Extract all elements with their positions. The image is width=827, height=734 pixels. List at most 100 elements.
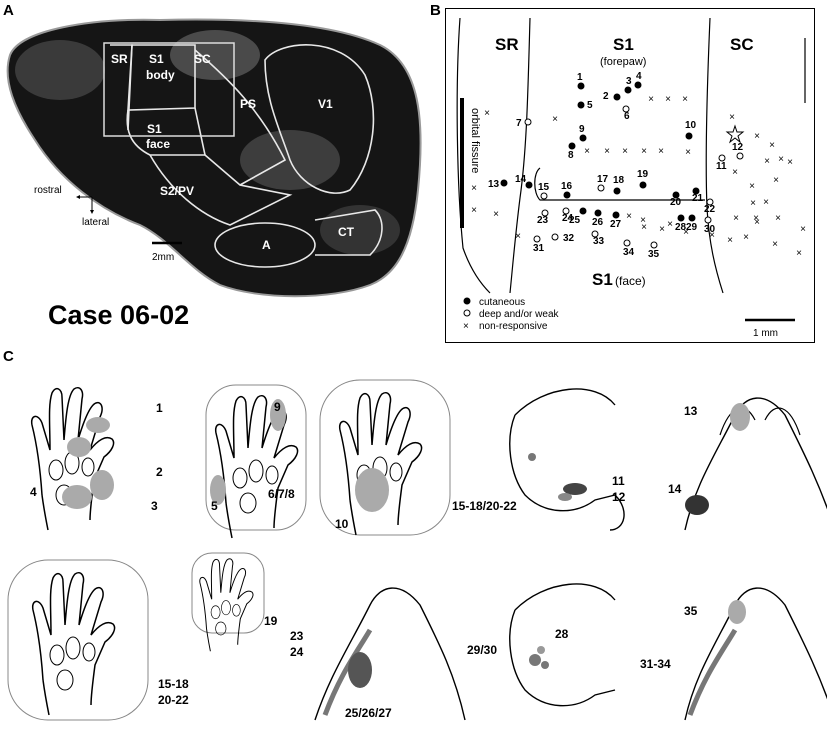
panel-a-letter: A xyxy=(3,2,14,19)
recording-site-20 xyxy=(672,191,680,199)
recording-site-18 xyxy=(613,187,621,195)
nonresponsive-site: × xyxy=(622,146,628,157)
recording-site-14 xyxy=(525,181,533,189)
recording-site-label-17: 17 xyxy=(597,174,609,185)
jaw-sites-23-27 xyxy=(314,587,466,721)
rf-label-25-27: 25/26/27 xyxy=(345,706,392,720)
recording-site-label-26: 26 xyxy=(592,217,604,228)
nonresponsive-site: × xyxy=(658,146,664,157)
nonresponsive-site: × xyxy=(769,140,775,151)
recording-site-6 xyxy=(622,105,630,113)
boundary-s1-sc xyxy=(705,17,724,294)
recording-map: orbital fissure SR S1 (forepaw) SC S1 (f… xyxy=(445,8,815,343)
nonresponsive-site: × xyxy=(604,146,610,157)
nonresponsive-site: × xyxy=(733,213,739,224)
recording-site-label-13: 13 xyxy=(488,179,500,190)
recording-site-10 xyxy=(685,132,693,140)
recording-site-label-18: 18 xyxy=(613,175,625,186)
recording-site-label-29: 29 xyxy=(686,222,698,233)
nonresponsive-site: × xyxy=(683,227,689,238)
rf-label-3: 3 xyxy=(151,499,158,513)
paw-sites-1-4 xyxy=(30,386,115,531)
header-sc: SC xyxy=(730,35,754,54)
ps-outline xyxy=(194,49,287,186)
nonresponsive-site: × xyxy=(787,157,793,168)
label-s1-body: S1 xyxy=(149,52,164,66)
recording-site-label-3: 3 xyxy=(626,76,632,87)
boundary-sr-s1 xyxy=(509,17,531,294)
nonresponsive-site: × xyxy=(641,146,647,157)
rf-label-31-34: 31-34 xyxy=(640,657,671,671)
panel-c: 1 2 4 3 9 5 6/7/8 10 15-18/20-22 11 12 xyxy=(0,345,827,729)
recording-site-label-14: 14 xyxy=(515,174,527,185)
recording-site-13 xyxy=(500,179,508,187)
nonresponsive-site: × xyxy=(778,154,784,165)
recording-site-17 xyxy=(597,184,605,192)
recording-site-33 xyxy=(591,230,599,238)
recording-site-23 xyxy=(541,209,549,217)
rf-label-28: 28 xyxy=(555,627,569,641)
recording-site-label-33: 33 xyxy=(593,236,605,247)
recording-site-16 xyxy=(563,191,571,199)
recording-site-label-12: 12 xyxy=(732,142,744,153)
recording-site-1 xyxy=(577,82,585,90)
nonresponsive-site: × xyxy=(753,213,759,224)
recording-site-29 xyxy=(688,214,696,222)
nonresponsive-site: × xyxy=(626,211,632,222)
rf-label-24: 24 xyxy=(290,645,304,659)
label-body: body xyxy=(146,68,175,82)
nonresponsive-site: × xyxy=(750,198,756,209)
rf-label-35: 35 xyxy=(684,604,698,618)
nonresponsive-site: × xyxy=(515,231,521,242)
nonresponsive-site: × xyxy=(640,215,646,226)
recording-site-label-35: 35 xyxy=(648,249,660,260)
paw-sites-15-22 xyxy=(7,559,149,721)
cortex-section xyxy=(6,18,422,298)
rf-label-11: 11 xyxy=(612,474,625,488)
recording-site-19 xyxy=(639,181,647,189)
nonresponsive-site: × xyxy=(754,217,760,228)
recording-site-label-19: 19 xyxy=(637,169,649,180)
nonresponsive-site: × xyxy=(659,224,665,235)
label-sc: SC xyxy=(194,52,211,66)
recording-site-label-16: 16 xyxy=(561,181,573,192)
label-ct: CT xyxy=(338,225,355,239)
orbital-fissure-bar xyxy=(460,98,464,228)
nonresponsive-site: × xyxy=(685,147,691,158)
jaw-sites-13-14 xyxy=(684,397,827,531)
recording-site-label-20: 20 xyxy=(670,197,682,208)
rf-label-14: 14 xyxy=(668,482,682,496)
header-s1: S1 xyxy=(613,35,634,54)
nonresponsive-site: × xyxy=(764,156,770,167)
header-forepaw: (forepaw) xyxy=(600,56,646,68)
nonresponsive-site: × xyxy=(471,183,477,194)
rf-label-12: 12 xyxy=(612,490,626,504)
recording-site-27 xyxy=(612,211,620,219)
rf-label-23: 23 xyxy=(290,629,304,643)
recording-site-2 xyxy=(613,93,621,101)
rf-label-9: 9 xyxy=(274,400,281,414)
scale-label-b: 1 mm xyxy=(753,328,778,339)
panel-b-letter: B xyxy=(430,2,441,19)
legend-x-marker: × xyxy=(463,321,469,332)
recording-site-31 xyxy=(533,235,541,243)
s2pv-outline xyxy=(149,154,293,226)
legend-cutaneous: cutaneous xyxy=(479,297,525,308)
panel-c-letter: C xyxy=(3,348,14,365)
recording-site-label-25: 25 xyxy=(569,215,581,226)
nonresponsive-site: × xyxy=(772,239,778,250)
jaw-sites-31-35 xyxy=(684,587,827,721)
recording-site-3 xyxy=(624,86,632,94)
case-title: Case 06-02 xyxy=(48,300,190,330)
nonresponsive-site: × xyxy=(493,209,499,220)
recording-site-label-27: 27 xyxy=(610,219,622,230)
recording-site-12 xyxy=(736,152,744,160)
nonresponsive-site: × xyxy=(471,205,477,216)
nonresponsive-site: × xyxy=(648,94,654,105)
rf-label-13: 13 xyxy=(684,404,698,418)
recording-site-25 xyxy=(579,207,587,215)
rf-label-2: 2 xyxy=(156,465,163,479)
nonresponsive-site: × xyxy=(796,248,802,259)
rf-label-15-18: 15-18 xyxy=(158,677,189,691)
